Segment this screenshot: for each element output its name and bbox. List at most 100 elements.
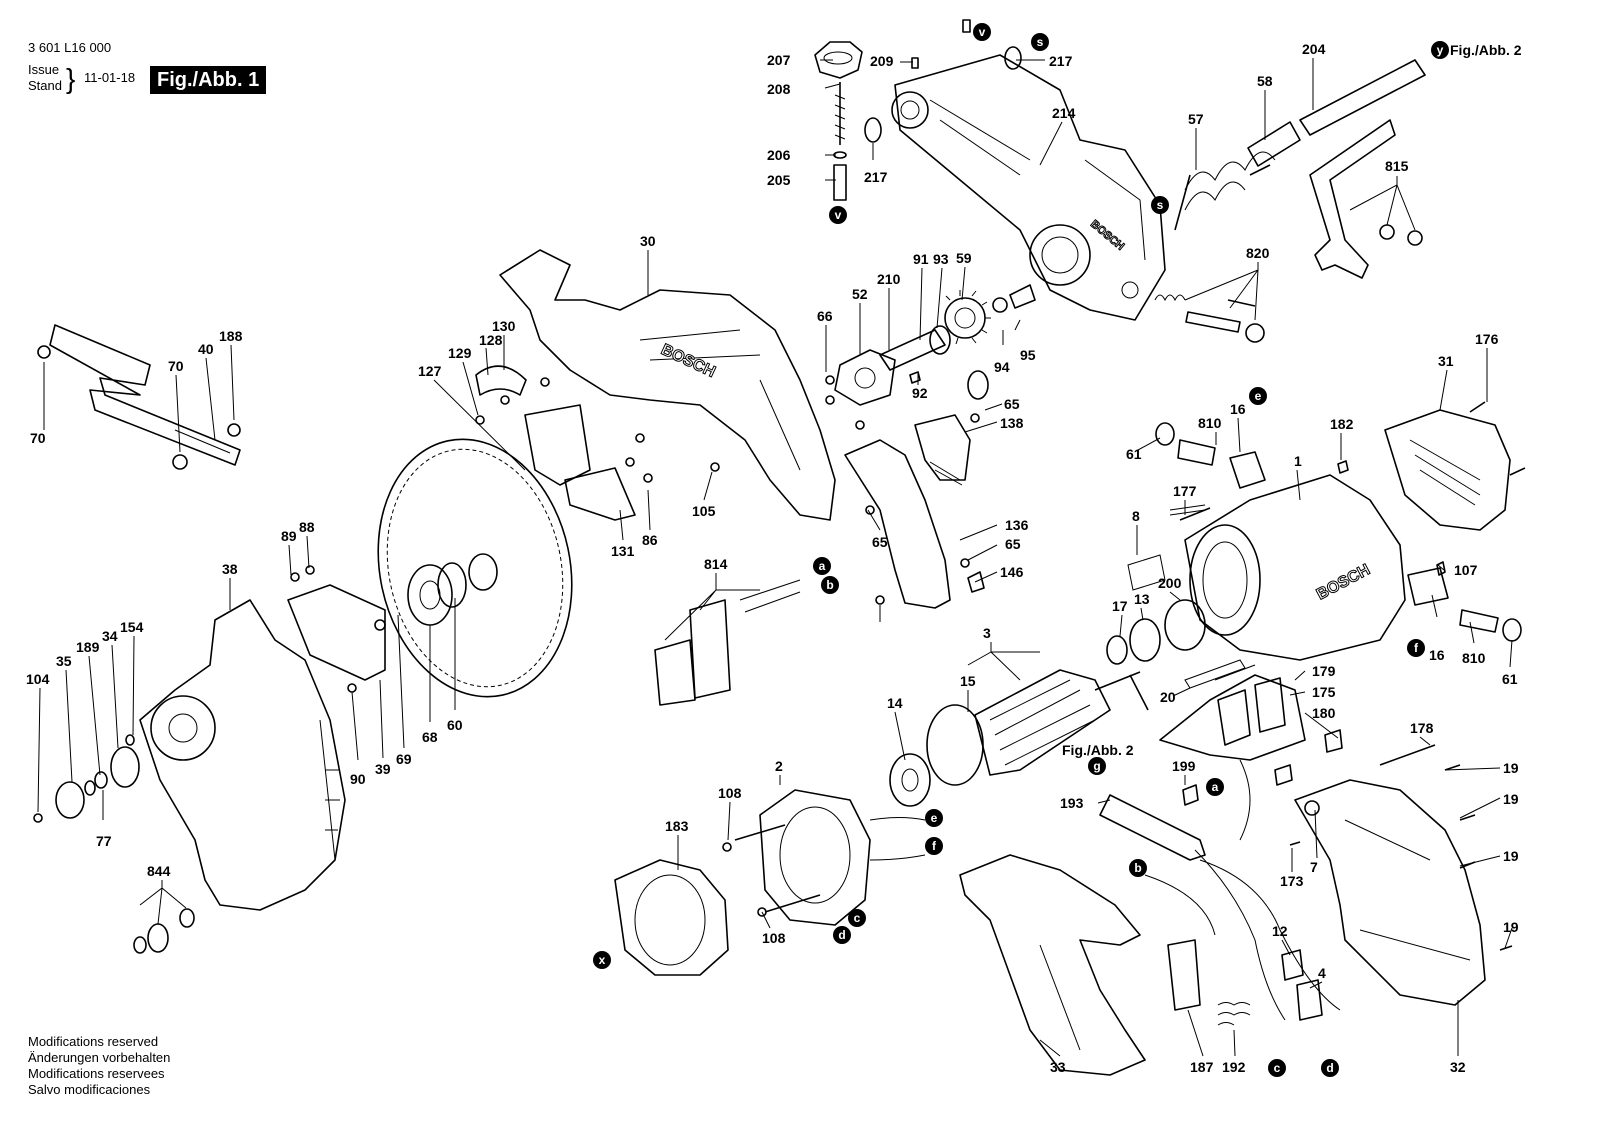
part-label: 20 (1160, 689, 1176, 705)
part-label: 146 (1000, 564, 1024, 580)
part-label: 33 (1050, 1059, 1066, 1075)
part-label: 60 (447, 717, 463, 733)
part-label: 131 (611, 543, 635, 559)
connector-marker: a (813, 557, 831, 575)
svg-text:d: d (838, 928, 845, 942)
part-label: 65 (1005, 536, 1021, 552)
svg-text:d: d (1326, 1061, 1333, 1075)
svg-text:b: b (826, 578, 833, 592)
connector-marker: v (973, 23, 991, 41)
shaft-and-spring (1174, 59, 1426, 231)
modification-line: Modifications reserved (28, 1034, 159, 1049)
modification-line: Salvo modificaciones (28, 1082, 151, 1097)
part-label: 108 (718, 785, 742, 801)
part-label: 89 (281, 528, 297, 544)
part-label: 35 (56, 653, 72, 669)
part-label: 88 (299, 519, 315, 535)
part-label: 4 (1318, 965, 1326, 981)
part-label: 59 (956, 250, 972, 266)
part-label: 31 (1438, 353, 1454, 369)
part-label: 16 (1429, 647, 1445, 663)
pivot-hardware (33, 734, 140, 823)
part-label: 61 (1126, 446, 1142, 462)
brace-glyph: } (66, 63, 76, 94)
knob-and-bolt (814, 19, 1022, 201)
part-label: 40 (198, 341, 214, 357)
motor-housing: BOSCH (1184, 474, 1406, 661)
part-label: 1 (1294, 453, 1302, 469)
part-label: 66 (817, 308, 833, 324)
svg-text:f: f (932, 839, 937, 853)
part-label: 192 (1222, 1059, 1246, 1075)
part-label: 130 (492, 318, 516, 334)
cord-strain-parts (1167, 939, 1323, 1026)
connector-marker: f (1407, 639, 1425, 657)
figure-references: Fig./Abb. 2 Fig./Abb. 2 (1062, 42, 1522, 758)
part-label: 175 (1312, 684, 1336, 700)
part-label: 188 (219, 328, 243, 344)
issue-date: 11-01-18 (84, 70, 136, 85)
part-label: 105 (692, 503, 716, 519)
part-label: 39 (375, 761, 391, 777)
connector-marker: s (1151, 196, 1169, 214)
svg-text:y: y (1437, 43, 1444, 57)
part-label: 58 (1257, 73, 1273, 89)
part-label: 16 (1230, 401, 1246, 417)
figure-ref: Fig./Abb. 2 (1062, 742, 1134, 758)
part-label: 204 (1302, 41, 1326, 57)
connector-marker: d (1321, 1059, 1339, 1077)
brand-logo: BOSCH (658, 341, 718, 381)
part-label: 77 (96, 833, 112, 849)
connector-marker: b (821, 576, 839, 594)
part-label: 91 (913, 251, 929, 267)
stand-label: Stand (28, 78, 62, 93)
part-label: 52 (852, 286, 868, 302)
figure-title: Fig./Abb. 1 (150, 66, 267, 94)
part-label: 19 (1503, 919, 1519, 935)
part-label: 90 (350, 771, 366, 787)
connector-marker: d (833, 926, 851, 944)
connector-marker: s (1031, 33, 1049, 51)
connector-marker: b (1129, 859, 1147, 877)
connector-marker: f (925, 837, 943, 855)
part-label: 14 (887, 695, 903, 711)
screws (290, 375, 1526, 951)
part-label: 108 (762, 930, 786, 946)
document-number: 3 601 L16 000 (28, 40, 112, 55)
part-label: 154 (120, 619, 144, 635)
part-label: 177 (1173, 483, 1197, 499)
bearings (1106, 599, 1206, 711)
figure-ref: Fig./Abb. 2 (1450, 42, 1522, 58)
part-label: 810 (1198, 415, 1222, 431)
switch-assembly (654, 579, 801, 706)
svg-text:b: b (1134, 861, 1141, 875)
issue-label: Issue (28, 62, 60, 77)
part-label: 179 (1312, 663, 1336, 679)
part-label: 93 (933, 251, 949, 267)
svg-text:c: c (854, 911, 861, 925)
part-label: 214 (1052, 105, 1076, 121)
svg-text:c: c (1274, 1061, 1281, 1075)
part-label: 138 (1000, 415, 1024, 431)
part-label: 86 (642, 532, 658, 548)
pins-set (1154, 294, 1265, 343)
svg-text:a: a (819, 559, 826, 573)
stator (734, 789, 926, 926)
brand-logo: BOSCH (1314, 561, 1373, 603)
connector-marker: a (1206, 778, 1224, 796)
handle-left-half (959, 854, 1146, 1076)
part-label: 61 (1502, 671, 1518, 687)
support-arm (37, 324, 241, 470)
leader-lines (37, 58, 1513, 1057)
part-label: 187 (1190, 1059, 1214, 1075)
part-label: 2 (775, 758, 783, 774)
svg-text:g: g (1093, 759, 1100, 773)
part-label: 94 (994, 359, 1010, 375)
part-label: 217 (864, 169, 888, 185)
modifications-notice: Modifications reserved Änderungen vorbeh… (28, 1034, 170, 1098)
part-label: 210 (877, 271, 901, 287)
part-label: 70 (168, 358, 184, 374)
part-label: 92 (912, 385, 928, 401)
part-label: 65 (1004, 396, 1020, 412)
fan-cover (1384, 409, 1511, 531)
